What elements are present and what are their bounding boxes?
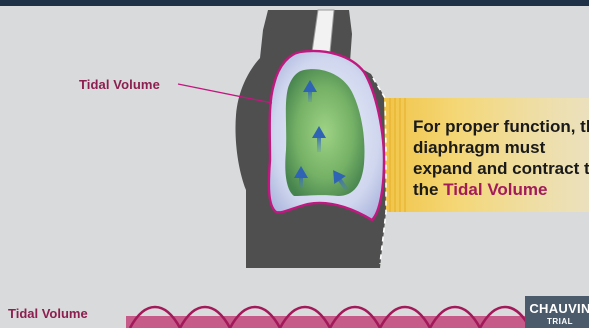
badge-subtitle: TRIAL — [525, 317, 589, 326]
info-line-4-prefix: the — [413, 180, 443, 199]
info-text: For proper function, the diaphragm must … — [413, 116, 589, 200]
info-line-2: diaphragm must — [413, 137, 589, 158]
footer-tidal-label: Tidal Volume — [8, 306, 88, 321]
trial-badge: CHAUVIN TRIAL — [525, 296, 589, 328]
info-highlight: Tidal Volume — [443, 180, 547, 199]
info-line-3: expand and contract to — [413, 158, 589, 179]
tidal-wave — [126, 307, 530, 328]
info-line-1: For proper function, the — [413, 116, 589, 137]
badge-title: CHAUVIN — [525, 296, 589, 316]
info-line-4: the Tidal Volume — [413, 179, 589, 200]
tidal-volume-label: Tidal Volume — [79, 77, 160, 92]
